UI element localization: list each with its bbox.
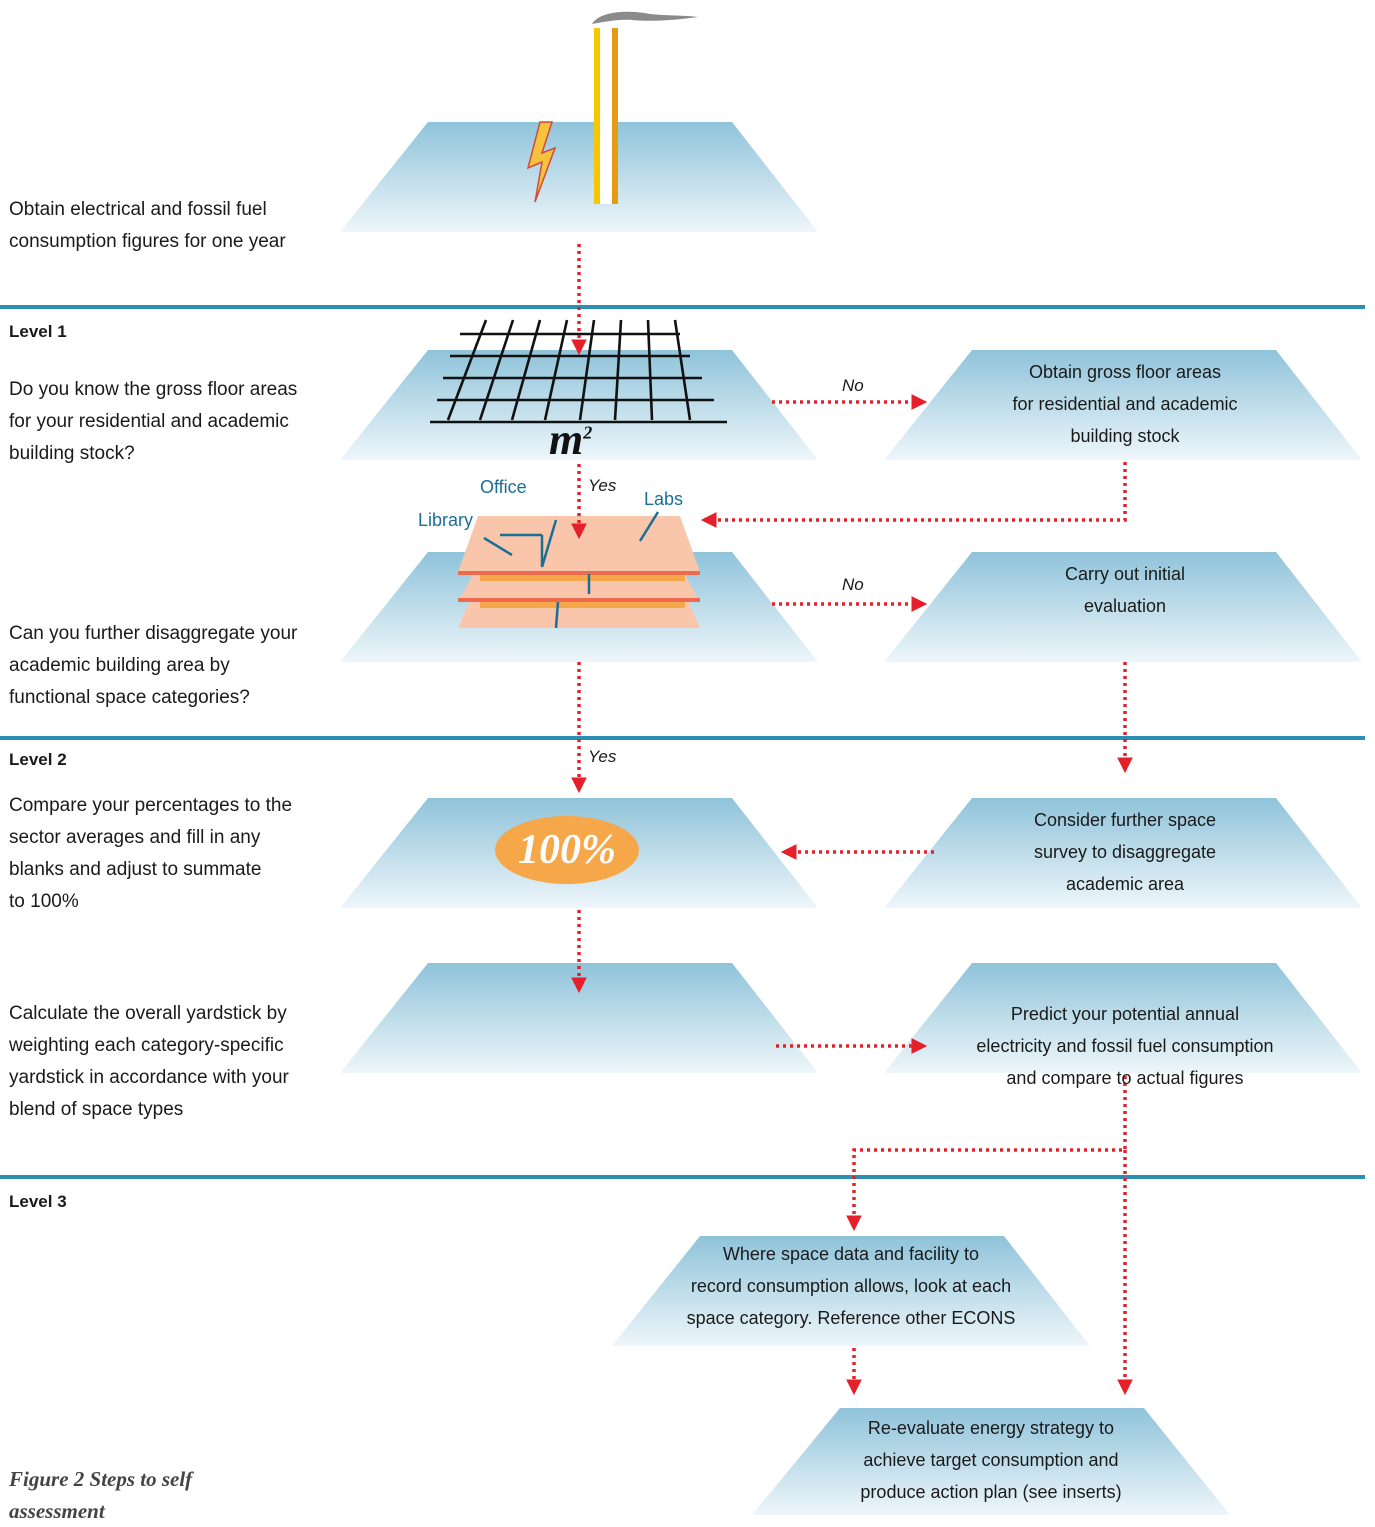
answer-no-1: No [842,376,864,395]
grid-icon [430,319,727,424]
figure-caption: Figure 2 Steps to self assessment [9,1467,193,1523]
level-2-rule [0,736,1365,740]
arrow-predict-to-where [846,1076,1127,1232]
tag-library: Library [418,510,474,530]
answer-yes-1: Yes [588,476,617,495]
side-compare: Compare your percentages to the sector a… [9,795,293,912]
chimney-icon [592,11,698,204]
platform-calculate [340,963,818,1073]
percent-ellipse [495,816,639,884]
box-predict-text: Predict your potential annual electricit… [976,1004,1274,1088]
level-1-rule [0,305,1365,309]
side-q2: Can you further disaggregate your academ… [9,623,298,708]
answer-yes-2: Yes [588,747,617,766]
lightning-icon [526,121,557,203]
platform-reevaluate [752,1408,1230,1515]
level-3-rule [0,1175,1365,1179]
answer-no-2: No [842,575,864,594]
platform-predict [884,963,1362,1073]
box-where-text: Where space data and facility to record … [686,1244,1016,1328]
level-1-label: Level 1 [9,322,67,341]
platform-initial [884,552,1362,662]
box-gross-text: Obtain gross floor areas for residential… [1012,362,1238,446]
box-reevaluate-text: Re-evaluate energy strategy to achieve t… [860,1418,1122,1502]
percent-label: 100% [518,827,616,873]
platform-survey [884,798,1362,908]
side-calculate: Calculate the overall yardstick by weigh… [9,1003,289,1120]
floor-stack-icon [458,511,700,629]
box-initial-text: Carry out initial evaluation [1064,564,1186,616]
tag-office: Office [480,477,527,497]
tag-labs: Labs [644,489,684,509]
side-q1: Do you know the gross floor areas for yo… [9,379,298,464]
platform-gross [884,350,1362,460]
side-obtain: Obtain electrical and fossil fuel consum… [9,199,286,252]
box-survey-text: Consider further space survey to disaggr… [1033,810,1217,894]
level-2-label: Level 2 [9,750,67,769]
level-3-label: Level 3 [9,1192,67,1211]
arrow-gross-to-stack [700,462,1127,528]
area-unit-label: m2 [549,415,593,464]
platform-energy [340,122,818,232]
platform-where [612,1236,1090,1346]
